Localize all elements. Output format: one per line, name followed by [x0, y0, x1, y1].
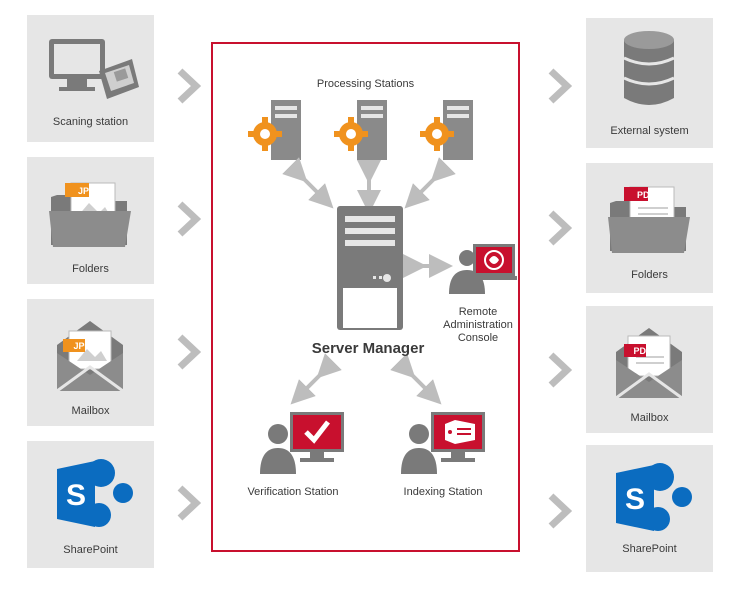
output-tile-mailbox: PDF Mailbox — [586, 306, 713, 433]
input-tile-scanning: Scaning station — [27, 15, 154, 142]
output-label: External system — [610, 125, 689, 137]
input-label: Folders — [72, 263, 109, 275]
database-icon — [623, 31, 675, 105]
verification-station-label: Verification Station — [247, 486, 339, 498]
output-label: Folders — [631, 269, 668, 281]
bidirectional-arrows — [282, 157, 456, 405]
input-tile-mailbox: JPG Mailbox — [27, 299, 154, 426]
input-label: Scaning station — [52, 116, 129, 128]
input-tile-sharepoint: S SharePoint — [27, 441, 154, 568]
sharepoint-icon: S — [57, 459, 133, 527]
processing-server-icon — [334, 100, 387, 160]
input-label: Mailbox — [71, 405, 110, 417]
processing-server-icon — [248, 100, 301, 160]
chevron-right-icon — [548, 210, 572, 246]
remote-console-label-line1: Remote — [458, 306, 498, 318]
folder-icon — [49, 182, 131, 247]
jpg-badge: JPG — [73, 341, 92, 351]
svg-text:S: S — [66, 479, 86, 512]
indexing-station-label: Indexing Station — [403, 486, 483, 498]
processing-server-icon — [420, 100, 473, 160]
pdf-badge: PDF — [637, 190, 655, 200]
input-label: SharePoint — [63, 544, 118, 556]
remote-console-label-line3: Console — [457, 332, 499, 344]
processing-servers-icons — [248, 100, 473, 160]
envelope-icon — [56, 321, 124, 393]
output-label: SharePoint — [622, 543, 677, 555]
verification-station-icon — [260, 412, 344, 474]
chevron-right-icon — [177, 485, 201, 521]
output-tile-sharepoint: S SharePoint — [586, 445, 713, 572]
server-manager-icon — [337, 206, 403, 330]
chevron-right-icon — [177, 68, 201, 104]
output-tile-folders: PDF Folders — [586, 163, 713, 293]
jpg-badge: JPG — [77, 186, 96, 196]
input-tile-folders: JPG Folders — [27, 157, 154, 284]
chevron-right-icon — [548, 352, 572, 388]
chevron-right-icon — [177, 334, 201, 370]
pdf-badge: PDF — [633, 346, 652, 356]
folder-icon — [608, 186, 690, 253]
remote-console-label-line2: Administration — [443, 319, 513, 331]
processing-stations-label: Processing Stations — [316, 78, 415, 90]
output-label: Mailbox — [630, 412, 669, 424]
sharepoint-icon: S — [616, 463, 692, 531]
processing-system-frame: Processing Stations — [211, 42, 520, 552]
svg-text:S: S — [625, 483, 645, 516]
chevron-right-icon — [177, 201, 201, 237]
scanner-computer-icon — [49, 39, 139, 99]
indexing-station-icon — [401, 412, 485, 474]
chevron-right-icon — [548, 68, 572, 104]
server-manager-label: Server Manager — [311, 340, 425, 357]
output-tile-external-system: External system — [586, 18, 713, 148]
envelope-icon — [615, 328, 683, 400]
chevron-right-icon — [548, 493, 572, 529]
remote-console-icon — [449, 244, 517, 294]
